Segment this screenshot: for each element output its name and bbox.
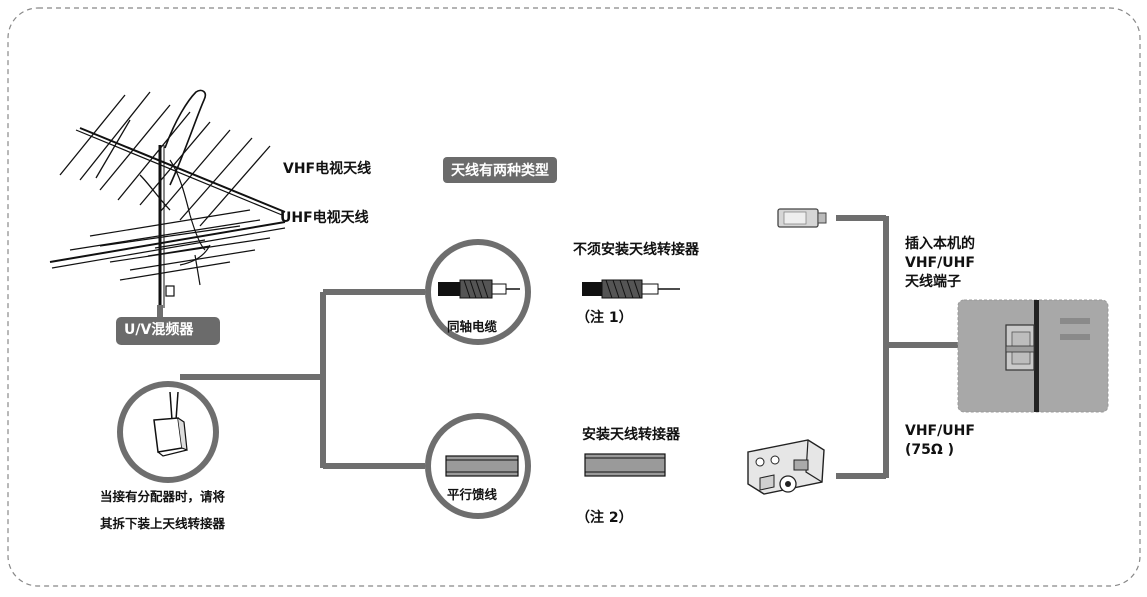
feeder-circle-label: 平行馈线 xyxy=(447,487,498,502)
coax-circle-label: 同轴电缆 xyxy=(447,319,498,334)
uhf-antenna-label: UHF电视天线 xyxy=(280,210,369,226)
mixer-badge xyxy=(116,317,220,345)
connection-lines xyxy=(157,215,960,479)
antenna-adapter-icon xyxy=(747,439,825,495)
coax-cable-illustration xyxy=(582,279,680,299)
plug-icon xyxy=(777,208,827,228)
coax-description: 不须安装天线转接器 xyxy=(573,242,699,258)
antenna-illustration xyxy=(49,89,286,308)
splitter-circle xyxy=(117,381,219,483)
feeder-cable-illustration xyxy=(584,453,666,477)
splitter-note-line2: 其拆下装上天线转接器 xyxy=(100,516,226,531)
coax-circle xyxy=(425,239,531,345)
tv-terminal-panel xyxy=(957,299,1109,413)
feeder-note: （注 2） xyxy=(576,510,633,526)
page-title: 天线有两种类型 xyxy=(443,157,557,183)
vhf-antenna-label: VHF电视天线 xyxy=(283,161,372,177)
splitter-note-line1: 当接有分配器时，请将 xyxy=(100,489,226,504)
terminal-label-line2: (75Ω ) xyxy=(905,442,955,458)
dashed-frame xyxy=(7,7,1141,587)
coax-note: （注 1） xyxy=(576,310,633,326)
insert-label-line1: 插入本机的 xyxy=(905,236,975,252)
terminal-label-line1: VHF/UHF xyxy=(905,423,975,439)
feeder-description: 安装天线转接器 xyxy=(582,427,680,443)
feeder-circle xyxy=(425,413,531,519)
mixer-label: U/V混频器 xyxy=(124,322,194,338)
insert-label-line2: VHF/UHF xyxy=(905,255,975,271)
insert-label-line3: 天线端子 xyxy=(905,274,961,290)
